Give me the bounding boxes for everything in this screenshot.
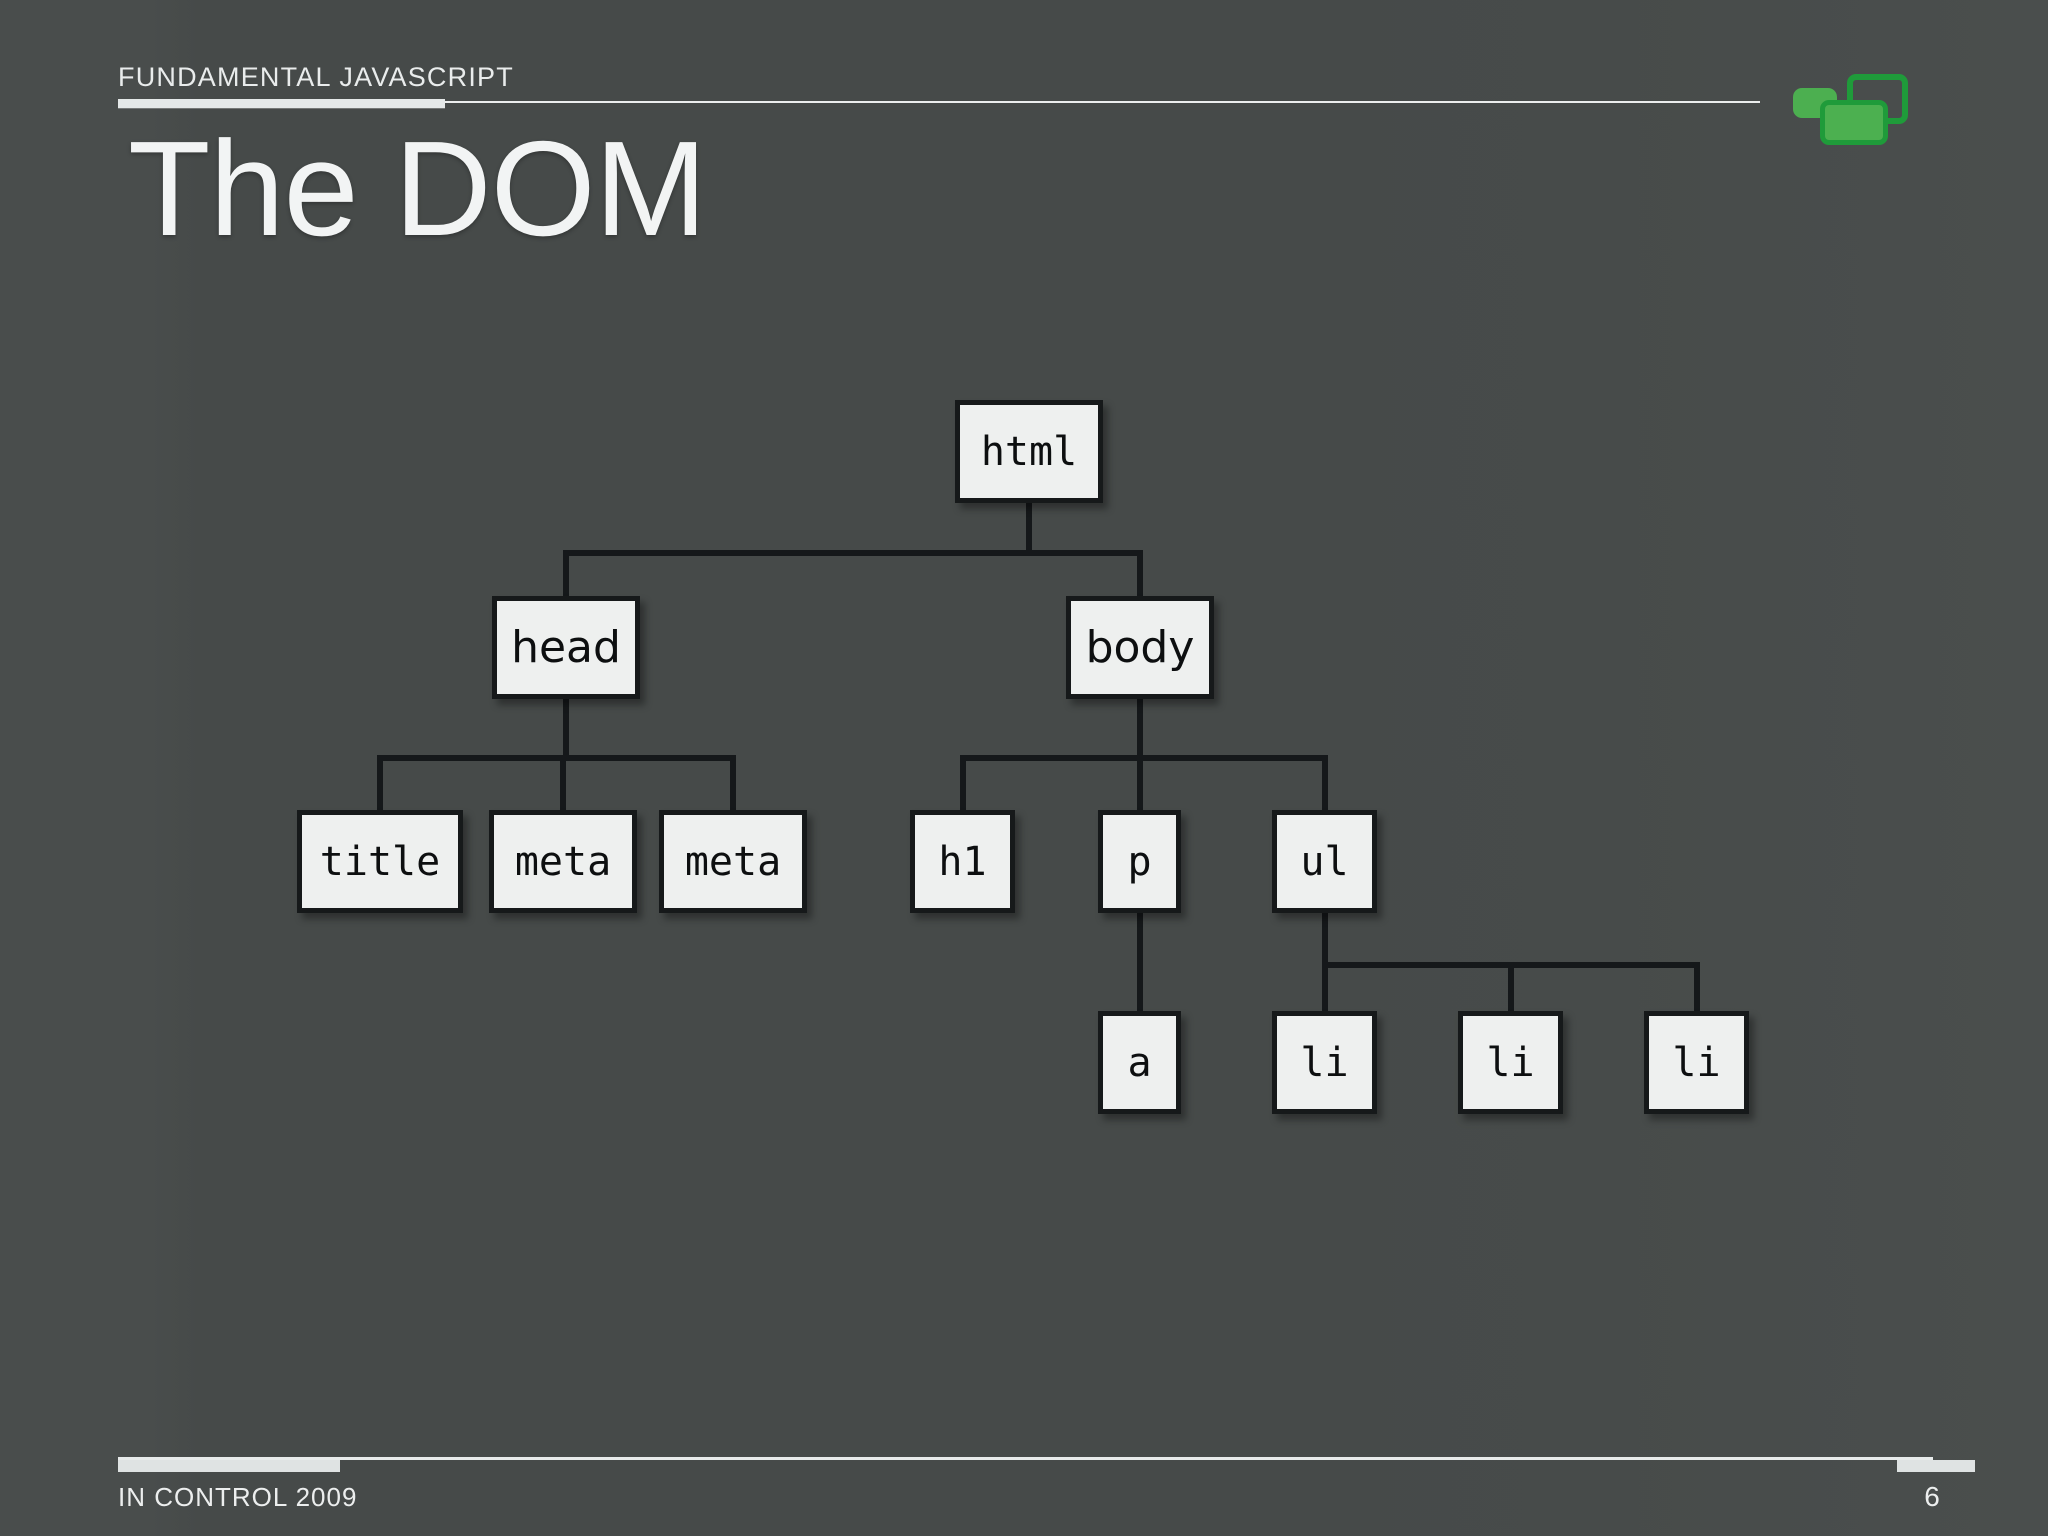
- footer-rule-thick-right: [1897, 1460, 1975, 1472]
- tree-node-meta2: meta: [659, 810, 807, 913]
- tree-node-li2: li: [1458, 1011, 1563, 1114]
- tree-node-p: p: [1098, 810, 1181, 913]
- tree-node-li1: li: [1272, 1011, 1377, 1114]
- edge-drop-ul-li1: [1322, 962, 1328, 1011]
- tree-node-ul: ul: [1272, 810, 1377, 913]
- edge-drop-head-title: [377, 755, 383, 810]
- edge-drop-html-body: [1137, 550, 1143, 596]
- tree-node-label: title: [319, 838, 441, 885]
- edge-drop-head-meta2: [730, 755, 736, 810]
- edge-p-a: [1137, 913, 1143, 1011]
- tree-node-label: html: [980, 428, 1078, 475]
- footer-label: IN CONTROL 2009: [118, 1482, 358, 1512]
- tree-node-label: li: [1300, 1039, 1349, 1086]
- edge-drop-html-head: [563, 550, 569, 596]
- page-number: 6: [1924, 1481, 1940, 1512]
- tree-node-h1: h1: [910, 810, 1015, 913]
- edge-drop-ul-li3: [1694, 962, 1700, 1011]
- tree-node-label: a: [1127, 1039, 1152, 1086]
- footer-rule-thin: [118, 1457, 1933, 1460]
- edge-stem-html: [1026, 503, 1032, 556]
- edge-drop-ul-li2: [1508, 962, 1514, 1011]
- tree-node-head: head: [492, 596, 640, 699]
- header-rule-thick: [118, 99, 445, 108]
- footer-rule-thick-left: [118, 1460, 340, 1472]
- tree-node-label: li: [1672, 1039, 1721, 1086]
- tree-node-label: li: [1486, 1039, 1535, 1086]
- page-title: The DOM: [128, 113, 707, 264]
- tree-node-title: title: [297, 810, 463, 913]
- tree-node-label: p: [1127, 838, 1152, 885]
- edge-bus-html: [563, 550, 1143, 556]
- edge-bus-head: [377, 755, 736, 761]
- tree-node-label: head: [511, 621, 621, 673]
- edge-stem-body: [1137, 699, 1143, 761]
- tree-node-a: a: [1098, 1011, 1181, 1114]
- tree-node-html: html: [955, 400, 1103, 503]
- edge-drop-body-p: [1137, 755, 1143, 810]
- edge-drop-body-h1: [960, 755, 966, 810]
- tree-node-label: body: [1085, 621, 1195, 673]
- edge-stem-head: [563, 699, 569, 761]
- logo-square-filled-icon: [1820, 100, 1888, 145]
- edge-drop-head-meta1: [560, 755, 566, 810]
- header-rule-thin: [118, 101, 1760, 103]
- tree-node-label: h1: [938, 838, 987, 885]
- in-control-logo: [1793, 74, 1908, 145]
- edge-bus-body: [960, 755, 1328, 761]
- tree-node-li3: li: [1644, 1011, 1749, 1114]
- tree-node-label: meta: [684, 838, 782, 885]
- tree-node-meta1: meta: [489, 810, 637, 913]
- slide-kicker: FUNDAMENTAL JAVASCRIPT: [118, 62, 514, 92]
- tree-node-label: ul: [1300, 838, 1349, 885]
- edge-stem-ul: [1322, 913, 1328, 968]
- edge-drop-body-ul: [1322, 755, 1328, 810]
- tree-node-label: meta: [514, 838, 612, 885]
- tree-node-body: body: [1066, 596, 1214, 699]
